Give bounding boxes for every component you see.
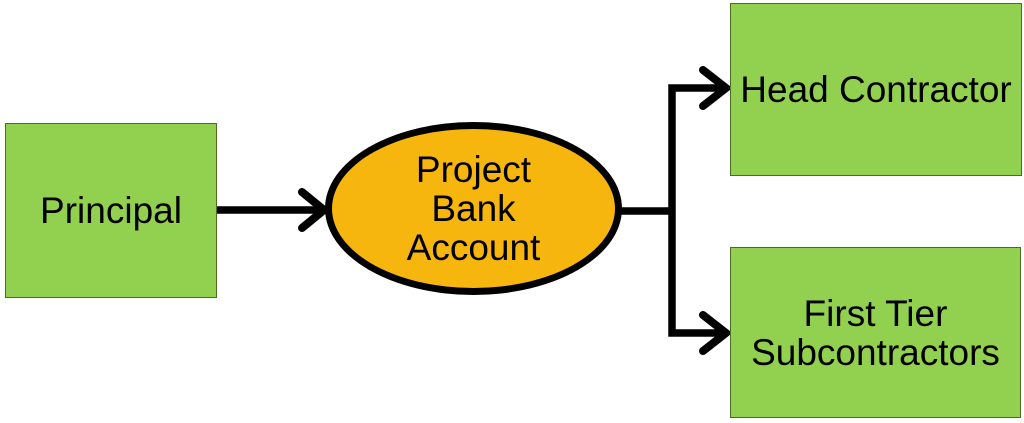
head-contractor-label: Head Contractor (740, 69, 1012, 110)
principal-node: Principal (5, 123, 217, 298)
account-to-head-contractor-arrowhead-icon (699, 66, 733, 110)
first-tier-subcontractors-label: First Tier Subcontractors (751, 294, 1000, 372)
account-to-subcontractors-arrowhead-icon (699, 311, 733, 355)
first-tier-subcontractors-node: First Tier Subcontractors (730, 247, 1021, 418)
project-bank-account-label: Project Bank Account (407, 150, 541, 267)
principal-label: Principal (40, 190, 182, 231)
first-tier-subcontractors-label-line1: First Tier (803, 292, 948, 334)
branch-vertical-connector (668, 84, 720, 337)
project-bank-account-label-line3: Account (406, 227, 541, 268)
head-contractor-node: Head Contractor (730, 3, 1022, 176)
first-tier-subcontractors-label-line2: Subcontractors (751, 331, 1000, 373)
project-bank-account-label-line2: Bank (431, 188, 516, 229)
principal-to-account-arrowhead-icon (298, 188, 331, 232)
project-bank-account-node: Project Bank Account (325, 122, 622, 295)
project-bank-account-label-line1: Project (415, 149, 532, 190)
